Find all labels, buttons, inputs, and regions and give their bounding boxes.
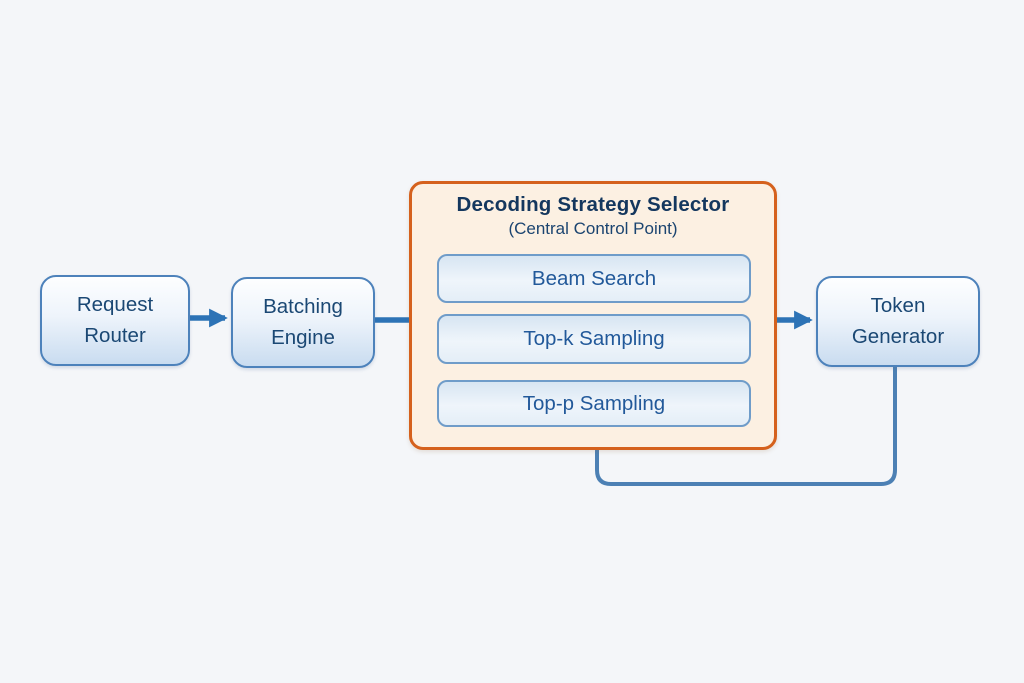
node-request-router: Request Router — [40, 275, 190, 366]
node-top-p-sampling: Top-p Sampling — [437, 380, 751, 427]
node-top-k-sampling: Top-k Sampling — [437, 314, 751, 364]
group-decoding-strategy-selector: Decoding Strategy Selector (Central Cont… — [409, 181, 777, 450]
node-batching-engine: Batching Engine — [231, 277, 375, 368]
node-beam-search: Beam Search — [437, 254, 751, 303]
node-batching-engine-label: Batching Engine — [263, 294, 343, 349]
group-title: Decoding Strategy Selector — [456, 193, 730, 216]
node-token-generator-label: Token Generator — [851, 293, 945, 348]
node-top-p-sampling-label: Top-p Sampling — [522, 391, 666, 415]
node-top-k-sampling-label: Top-k Sampling — [523, 327, 665, 350]
node-beam-search-label: Beam Search — [531, 266, 657, 290]
node-token-generator: Token Generator — [816, 276, 980, 367]
group-subtitle: (Central Control Point) — [508, 219, 678, 238]
node-request-router-label: Request Router — [76, 292, 154, 347]
